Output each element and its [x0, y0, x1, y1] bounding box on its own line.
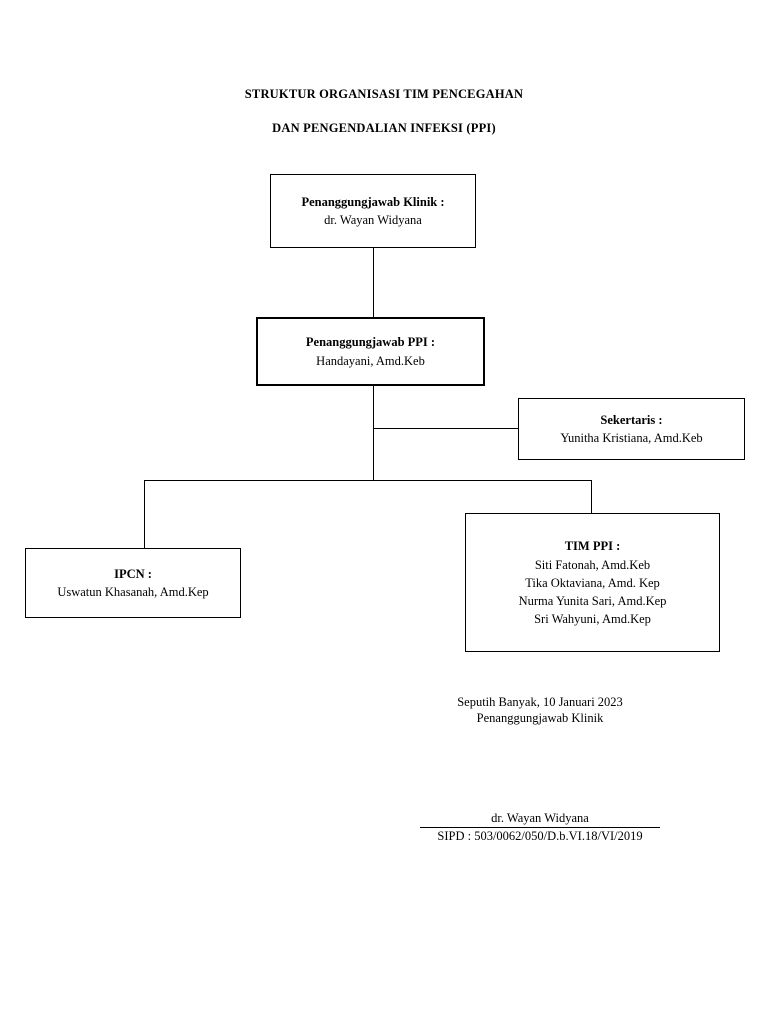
signature-footer: dr. Wayan Widyana SIPD : 503/0062/050/D.… [420, 810, 660, 845]
signature-place-date: Seputih Banyak, 10 Januari 2023 [457, 695, 623, 709]
node-person: Uswatun Khasanah, Amd.Kep [57, 585, 209, 599]
connector-to-tim-ppi [591, 480, 592, 513]
connector-klinik-to-ppi [373, 248, 374, 317]
node-penanggungjawab-ppi: Penanggungjawab PPI : Handayani, Amd.Keb [256, 317, 485, 386]
node-ipcn: IPCN : Uswatun Khasanah, Amd.Kep [25, 548, 241, 618]
node-person: dr. Wayan Widyana [324, 213, 422, 227]
connector-spreader-bar [144, 480, 592, 481]
title-line-1: STRUKTUR ORGANISASI TIM PENCEGAHAN [244, 87, 524, 101]
title-line-2: DAN PENGENDALIAN INFEKSI (PPI) [272, 120, 496, 135]
document-title: STRUKTUR ORGANISASI TIM PENCEGAHAN DAN P… [0, 87, 768, 136]
connector-ppi-to-sekretaris [373, 428, 518, 429]
node-member: Sri Wahyuni, Amd.Kep [534, 612, 651, 627]
node-member: Siti Fatonah, Amd.Keb [534, 557, 651, 572]
node-role: IPCN : [114, 566, 152, 581]
node-role: Penanggungjawab PPI : [305, 335, 436, 350]
node-penanggungjawab-klinik: Penanggungjawab Klinik : dr. Wayan Widya… [270, 174, 476, 248]
signature-license: SIPD : 503/0062/050/D.b.VI.18/VI/2019 [437, 829, 643, 844]
signature-rule [420, 827, 660, 829]
connector-to-ipcn [144, 480, 145, 548]
signature-name: dr. Wayan Widyana [491, 811, 589, 825]
node-person: Yunitha Kristiana, Amd.Keb [560, 431, 703, 445]
node-person: Handayani, Amd.Keb [316, 353, 425, 368]
signature-header: Seputih Banyak, 10 Januari 2023 Penanggu… [420, 694, 660, 727]
node-tim-ppi: TIM PPI : Siti Fatonah, Amd.Keb Tika Okt… [465, 513, 720, 652]
node-sekretaris: Sekertaris : Yunitha Kristiana, Amd.Keb [518, 398, 745, 460]
node-role: Sekertaris : [600, 412, 663, 427]
node-member: Tika Oktaviana, Amd. Kep [525, 575, 660, 590]
node-member: Nurma Yunita Sari, Amd.Kep [518, 594, 667, 609]
node-role: Penanggungjawab Klinik : [301, 194, 445, 209]
signature-title: Penanggungjawab Klinik [476, 711, 604, 726]
connector-ppi-trunk [373, 386, 374, 481]
node-role: TIM PPI : [564, 538, 621, 553]
